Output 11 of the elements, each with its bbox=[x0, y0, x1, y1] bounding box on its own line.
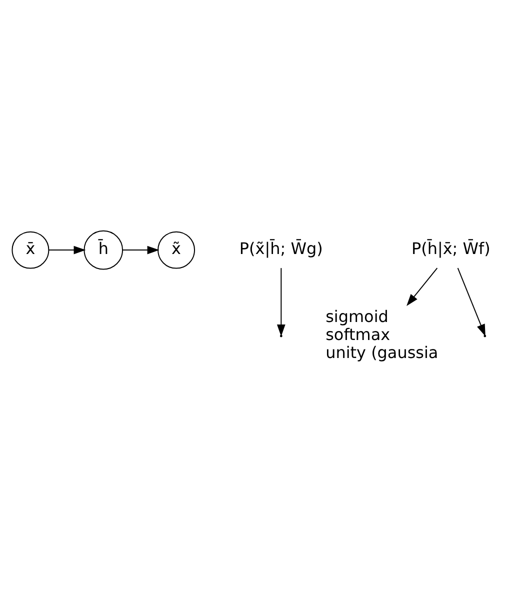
arrow bbox=[122, 245, 160, 254]
arrow bbox=[48, 245, 86, 254]
node-circle: x̃ bbox=[158, 230, 196, 268]
node-circle: x̄ bbox=[12, 230, 50, 268]
arrow bbox=[406, 267, 438, 306]
arrow bbox=[457, 267, 486, 336]
node-text: P(h̄|x̄; W̄f) bbox=[411, 238, 490, 258]
node-text: sigmoid softmax unity (gaussia bbox=[326, 306, 438, 362]
node-circle: h̄ bbox=[84, 230, 124, 270]
node-text: P(x̃|h̄; W̄g) bbox=[239, 238, 323, 258]
arrow bbox=[276, 267, 286, 336]
